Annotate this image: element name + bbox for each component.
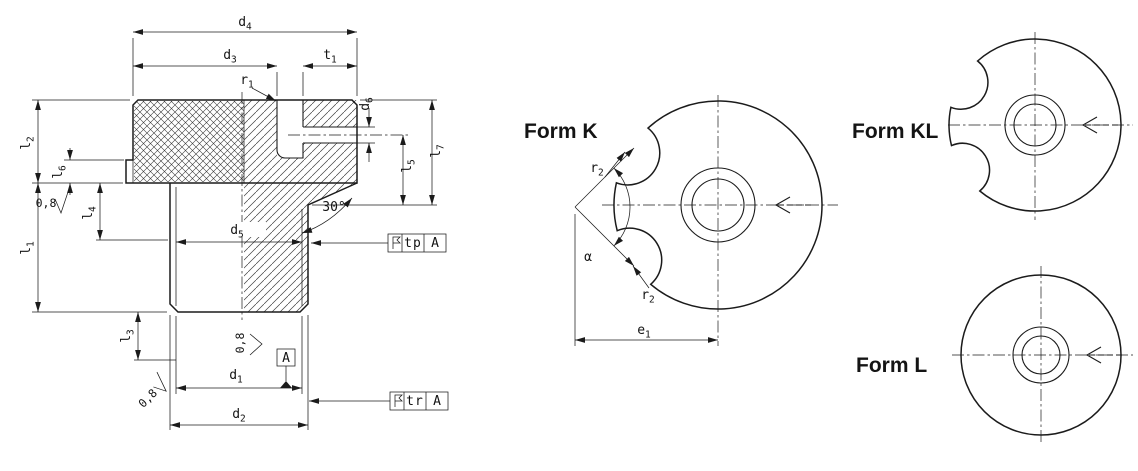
dim-label-t1: t1 (323, 48, 337, 66)
roughness-value: 0,8 (233, 333, 247, 354)
dim-label-l2: l2 (19, 136, 37, 150)
note-flag-icon (394, 394, 403, 407)
centerlines (241, 92, 408, 320)
dim-label-r2-lower: r2 (641, 288, 655, 306)
dim-label-d6: d6 (358, 97, 376, 111)
tolerance-callout-tp: tp A (387, 233, 447, 253)
dim-labels: d4 d3 t1 r1 d6 l7 l5 l2 l1 l6 l4 l3 d5 d… (19, 15, 447, 425)
dim-label-l4: l4 (81, 206, 99, 220)
knob-outer-profile (948, 38, 1122, 212)
radius-leaders: r2 r2 (590, 151, 655, 306)
callout-frame (387, 233, 447, 253)
shank-section-hatch (244, 183, 357, 312)
angle-dimension: α (574, 147, 635, 267)
view-direction-arrow (1081, 116, 1120, 134)
roughness-value: 0,8 (135, 386, 160, 411)
dim-label-l6: l6 (51, 165, 69, 179)
roughness-symbol-left: 0,8 (36, 191, 69, 215)
form-k-title: Form K (524, 120, 598, 143)
d5-label-backdrop (212, 222, 266, 237)
dim-label-alpha: α (584, 250, 592, 265)
leader-r2-lower (632, 265, 650, 289)
hole-chamfer-circle (1004, 94, 1066, 156)
dim-angle-30 (301, 197, 353, 234)
roughness-symbol-bottom-center: 0,8 (233, 333, 263, 356)
hole-chamfer-circle (1012, 326, 1070, 384)
leader-r1 (251, 87, 277, 102)
alpha-leg-upper (574, 147, 635, 208)
datum-label: A (282, 351, 290, 366)
dim-label-d5: d5 (230, 223, 244, 241)
e1-dimension: e1 (574, 214, 718, 346)
callout-dividers (403, 392, 427, 410)
surface-finish-check-icon (153, 371, 167, 392)
dim-label-l1: l1 (19, 241, 37, 255)
note-flag-icon (392, 236, 401, 249)
surface-finish-check-icon (54, 191, 69, 215)
callout-tp-datum: A (431, 236, 439, 251)
datum-triangle-icon (280, 381, 292, 388)
hole-circle (1021, 335, 1061, 375)
dim-label-angle-30: 30° (322, 200, 345, 215)
part-geometry (125, 99, 358, 313)
alpha-arc (613, 167, 631, 247)
dim-label-d1: d1 (229, 368, 243, 386)
view-direction-arrow (1085, 346, 1124, 364)
dim-label-d4: d4 (238, 15, 252, 33)
knurled-surface (134, 101, 244, 182)
surface-finish-check-icon (249, 333, 263, 356)
roughness-symbol-bottom-left: 0,8 (135, 371, 167, 411)
callout-dividers (401, 234, 425, 252)
tolerance-callout-tr: tr A (389, 391, 449, 411)
knob-outer-profile (613, 100, 823, 310)
dim-label-e1: e1 (637, 323, 651, 341)
dim-label-l5: l5 (400, 159, 418, 173)
form-k-view: Form K α r2 r2 e1 (524, 95, 838, 346)
callout-tp-label: tp (404, 236, 422, 251)
datum-frame (276, 348, 296, 367)
form-kl-title: Form KL (852, 120, 939, 143)
form-l-view: Form L (856, 266, 1133, 444)
head-outline (125, 99, 358, 184)
form-kl-view: Form KL (852, 32, 1133, 220)
hole-chamfer-circle (680, 167, 756, 243)
section-view: d4 d3 t1 r1 d6 l7 l5 l2 l1 l6 l4 l3 d5 d… (19, 15, 449, 430)
callout-tr-datum: A (433, 394, 441, 409)
view-arrow-icon (774, 196, 791, 214)
dim-label-l3: l3 (119, 329, 137, 343)
form-l-title: Form L (856, 354, 927, 377)
dim-label-d2: d2 (232, 407, 246, 425)
bore-outline (276, 100, 357, 159)
datum-a: A (276, 348, 296, 388)
recess-bore (277, 99, 303, 158)
callout-tr-label: tr (406, 394, 424, 409)
hole-circle (1013, 103, 1057, 147)
view-arrow-icon (1085, 346, 1102, 364)
view-arrow-icon (1081, 116, 1098, 134)
roughness-value: 0,8 (36, 196, 57, 210)
dim-label-l7: l7 (429, 144, 447, 158)
alpha-leg-lower (574, 206, 635, 267)
callout-frame (389, 391, 449, 411)
dim-label-r1: r1 (240, 73, 254, 91)
dim-label-d3: d3 (223, 48, 237, 66)
leader-r2-upper (604, 151, 626, 178)
view-direction-arrow (774, 196, 812, 214)
dim-label-r2-upper: r2 (590, 161, 604, 179)
hole-circle (691, 178, 745, 232)
